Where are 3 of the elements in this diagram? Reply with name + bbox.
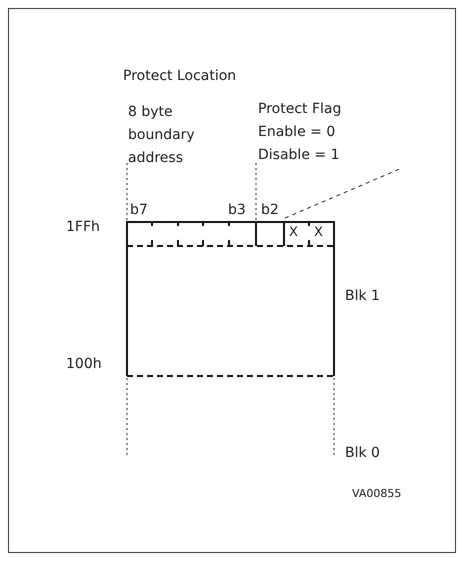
flag-description: Protect Flag <box>258 101 342 118</box>
bit-value: X <box>314 226 323 241</box>
bit-value: X <box>289 226 298 241</box>
